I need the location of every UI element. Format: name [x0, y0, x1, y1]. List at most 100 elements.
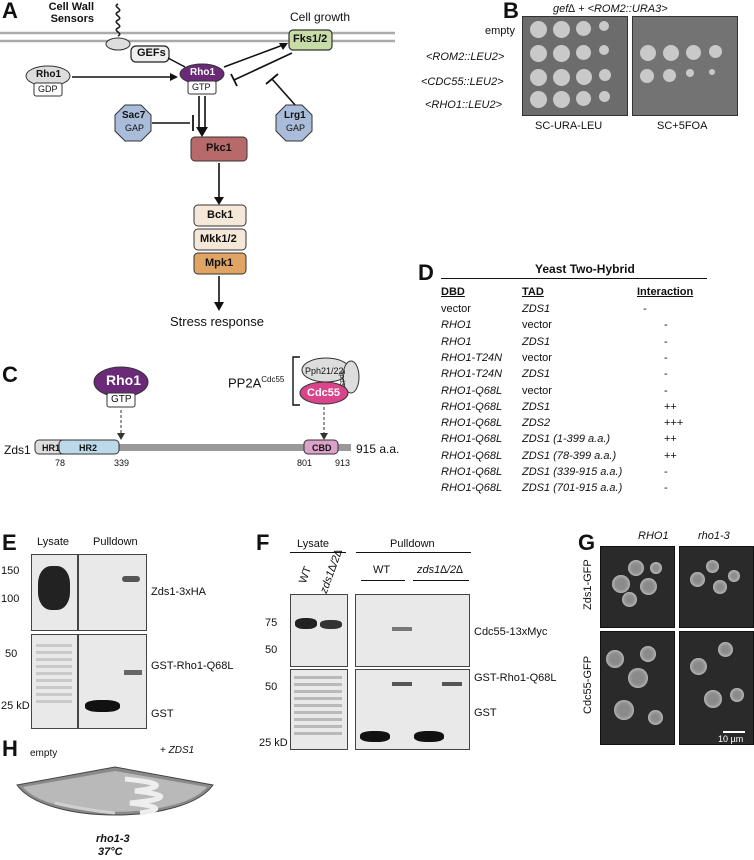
h-plus: + — [160, 745, 169, 756]
yeast-cell — [640, 578, 657, 595]
spot-assay-title: gef∆ + <ROM2::URA3> — [553, 3, 668, 15]
hr2-label: HR2 — [79, 443, 98, 453]
f-band-lysate-wt — [295, 618, 317, 629]
growth-plate — [16, 766, 214, 816]
y2h-header-interaction: Interaction — [637, 286, 694, 298]
f-lane-zds-lysate: zds1∆/2∆ — [318, 547, 345, 596]
h-zds1: ZDS1 — [168, 745, 195, 756]
panel-label-c: C — [2, 362, 18, 387]
yeast-spot — [553, 45, 570, 62]
y2h-cell-dbd: RHO1-Q68L — [441, 482, 503, 495]
yeast-cell — [612, 575, 630, 593]
f-band-pd-cdc55 — [392, 627, 412, 631]
yeast-spot — [599, 69, 611, 81]
f-mw-75: 75 — [265, 617, 278, 629]
scale-bar — [723, 731, 745, 733]
spot-row-label-2: <ROM2::LEU2> — [426, 51, 505, 63]
pos-78: 78 — [55, 458, 66, 468]
rho1-gdp-state: GDP — [38, 84, 58, 94]
e-mw-50: 50 — [5, 648, 18, 660]
f-band-pd-gstrho-wt — [392, 682, 412, 686]
micro-cdc55-rho1-3 — [679, 631, 754, 745]
zds1-protein-label: Zds1 — [4, 443, 31, 457]
mkk-label: Mkk1/2 — [200, 233, 237, 245]
yeast-spot — [576, 69, 592, 85]
yeast-cell — [730, 688, 744, 702]
panel-label-f: F — [256, 530, 270, 555]
yeast-cell — [648, 710, 663, 725]
yeast-cell — [628, 668, 648, 688]
pkc1-box — [190, 136, 248, 162]
f-band-pd-gst-zds — [414, 731, 444, 742]
y2h-cell-tad: ZDS1 — [522, 368, 551, 381]
panel-label-d: D — [418, 260, 434, 285]
pp2a-sup: Cdc55 — [261, 375, 285, 384]
f-blot-top-right — [355, 594, 470, 667]
micro-cdc55-rho1 — [600, 631, 675, 745]
y2h-cell-interaction: - — [664, 368, 668, 381]
spot-assay-title-genotype: gef∆ — [553, 3, 576, 15]
pkc1-label: Pkc1 — [206, 142, 232, 154]
y2h-top-rule — [441, 278, 707, 279]
f-band-label-gst: GST — [474, 707, 497, 719]
y2h-cell-tad: ZDS1 (339-915 a.a.) — [522, 466, 623, 478]
f-lysate-rule — [290, 552, 346, 553]
spot-row-label-4: <RHO1::LEU2> — [425, 99, 503, 111]
e-band-label-zds1: Zds1-3xHA — [151, 586, 207, 598]
g-col-rho1-3: rho1-3 — [698, 530, 730, 542]
pos-339: 339 — [114, 458, 130, 468]
y2h-cell-interaction: +++ — [664, 417, 684, 430]
h-empty-label: empty — [30, 748, 58, 759]
sac7-node — [114, 104, 152, 142]
pp2a-name: PP2A — [228, 375, 262, 391]
y2h-header-tad: TAD — [522, 286, 544, 298]
f-band-label-cdc55: Cdc55-13xMyc — [474, 626, 548, 638]
yeast-spot — [599, 91, 610, 102]
y2h-title: Yeast Two-Hybrid — [535, 262, 635, 276]
y2h-cell-interaction: - — [643, 303, 647, 315]
f-band-pd-gst-wt — [360, 731, 390, 742]
yeast-cell — [628, 560, 644, 576]
panel-label-e: E — [2, 530, 17, 555]
yeast-spot — [640, 69, 654, 83]
panel-label-h: H — [2, 736, 18, 761]
f-pulldown-rule — [356, 552, 471, 553]
mpk1-box — [193, 252, 247, 275]
sensor-base — [105, 37, 131, 51]
spot-assay-title-plasmid: + <ROM2::URA3> — [575, 3, 668, 15]
y2h-header-dbd: DBD — [441, 286, 465, 298]
yeast-spot — [530, 91, 547, 108]
y2h-cell-dbd: RHO1-T24N — [441, 351, 503, 364]
e-band-lysate-zds1 — [38, 566, 70, 610]
y2h-cell-dbd: RHO1 — [441, 335, 472, 348]
y2h-cell-tad: ZDS1 (78-399 a.a.) — [522, 449, 617, 462]
rho1-domain-gtp: GTP — [111, 394, 132, 405]
rho1-domain-binder: Rho1 — [106, 372, 141, 388]
yeast-spot — [530, 69, 547, 86]
yeast-cell — [650, 562, 662, 574]
mkk-box — [193, 228, 247, 251]
yeast-cell — [713, 580, 727, 594]
g-col-rho1: RHO1 — [638, 530, 669, 542]
e-mw-150: 150 — [1, 565, 20, 577]
y2h-cell-tad: ZDS2 — [522, 417, 551, 430]
f-lysate-label: Lysate — [297, 538, 330, 550]
lrg1-label: Lrg1 — [284, 110, 306, 121]
e-band-pd-gstrho — [124, 670, 142, 675]
h-zds1-label: + ZDS1 — [160, 745, 194, 756]
g-row-cdc55: Cdc55-GFP — [582, 655, 594, 714]
yeast-spot — [530, 45, 547, 62]
f-blot-top-left — [290, 594, 348, 667]
f-mw-50a: 50 — [265, 644, 278, 656]
y2h-cell-tad: ZDS1 — [522, 303, 551, 315]
yeast-cell — [690, 658, 707, 675]
yeast-cell — [622, 592, 637, 607]
yeast-cell — [706, 560, 719, 573]
y2h-cell-tad: ZDS1 (701-915 a.a.) — [522, 482, 623, 495]
y2h-cell-dbd: RHO1-Q68L — [441, 433, 503, 446]
yeast-spot — [640, 45, 656, 61]
y2h-cell-tad: ZDS1 (1-399 a.a.) — [522, 433, 611, 446]
y2h-cell-dbd: vector — [441, 303, 471, 315]
yeast-spot — [553, 69, 570, 86]
yeast-spot — [576, 21, 591, 36]
